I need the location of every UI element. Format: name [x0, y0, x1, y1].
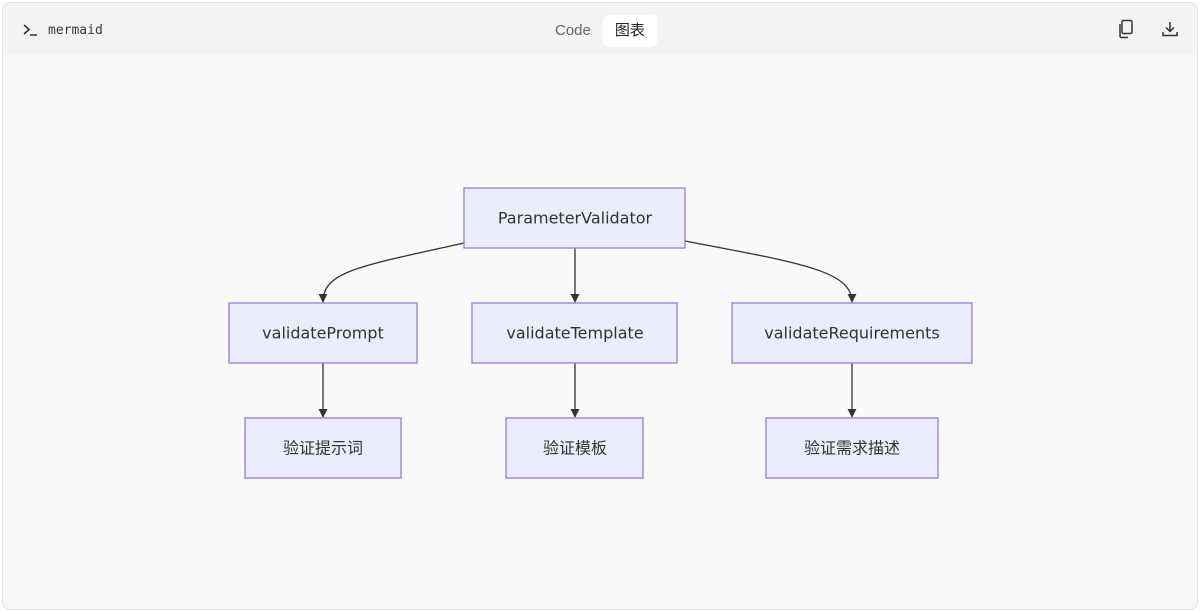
copy-button[interactable]	[1115, 18, 1137, 40]
node-label: validateRequirements	[764, 324, 939, 343]
node-validate-requirements: validateRequirements	[731, 302, 973, 364]
node-label: 验证模板	[543, 439, 607, 458]
terminal-prompt-icon	[22, 23, 38, 37]
tab-diagram[interactable]: 图表	[602, 15, 657, 47]
node-label: 验证需求描述	[804, 439, 900, 458]
node-validate-template: validateTemplate	[471, 302, 678, 364]
node-check-template: 验证模板	[505, 417, 644, 479]
node-check-requirements: 验证需求描述	[765, 417, 939, 479]
language-indicator: mermaid	[22, 21, 103, 39]
download-icon	[1161, 20, 1179, 38]
node-label: validateTemplate	[506, 324, 643, 343]
edge-root-vp	[318, 242, 465, 303]
code-block-toolbar: mermaid Code 图表	[3, 3, 1197, 55]
download-button[interactable]	[1159, 18, 1181, 40]
diagram-canvas: ParameterValidator validatePrompt valida…	[3, 55, 1197, 609]
view-tabs: Code 图表	[543, 15, 657, 47]
node-label: validatePrompt	[262, 324, 384, 343]
tab-code[interactable]: Code	[555, 22, 591, 39]
node-check-prompt: 验证提示词	[244, 417, 402, 479]
node-parameter-validator: ParameterValidator	[463, 187, 686, 249]
language-label: mermaid	[48, 22, 103, 38]
edge-root-vr	[684, 240, 857, 303]
node-label: ParameterValidator	[498, 209, 653, 228]
copy-icon	[1117, 19, 1135, 39]
node-label: 验证提示词	[283, 439, 363, 458]
node-validate-prompt: validatePrompt	[228, 302, 418, 364]
